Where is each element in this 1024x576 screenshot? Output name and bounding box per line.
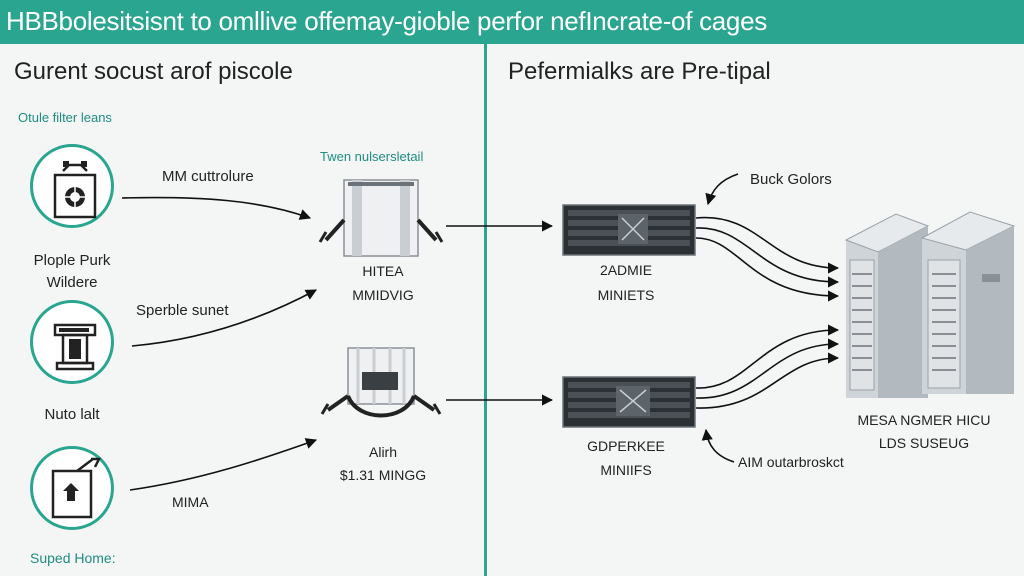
document-icon [51, 457, 102, 519]
device-2-graphic [320, 347, 442, 418]
arrow-circle2-to-device1 [131, 289, 317, 347]
rack2-line-b [695, 338, 840, 399]
servers-line2: LDS SUSEUG [878, 435, 970, 451]
circle-2-caption: Nuto lalt [44, 406, 100, 423]
circle-1-caption-line2: Wildere [46, 274, 98, 291]
arrow-circle3-to-device2 [129, 438, 318, 491]
tower-icon [53, 323, 97, 371]
rack2-line-c [695, 352, 840, 409]
title-banner: HBBbolesitsisnt to omllive offemay-giobl… [0, 0, 1024, 44]
device-2-line2: $1.31 MINGG [339, 467, 427, 483]
servers-line1: MESA NGMER HICU [857, 412, 991, 428]
right-heading: Pefermialks are Pre-tipal [508, 58, 771, 85]
device-1-line1: HITEA [362, 263, 404, 279]
rack-1-line1: 2ADMIE [599, 262, 653, 278]
rack-2-graphic [562, 376, 696, 428]
filter-label: Otule filter leans [18, 110, 112, 125]
arrow-bottom-note [701, 428, 735, 463]
tower-circle [30, 300, 114, 384]
rack-2-line1: GDPERKEE [587, 438, 665, 454]
bottom-note: AIM outarbroskct [738, 454, 844, 470]
rack-1-line2: MINIETS [597, 287, 655, 303]
server-cage-icon [53, 161, 97, 219]
arrow-back-colors [705, 173, 739, 206]
device-1-graphic [318, 179, 444, 257]
rack1-line-b [695, 227, 840, 288]
rack1-line-a [695, 216, 840, 274]
rack-2-line2: MINIIFS [600, 462, 652, 478]
rack-1-graphic [562, 204, 696, 256]
middle-top-label: Twen nulsersletail [320, 149, 424, 164]
arrow-label-2: Sperble sunet [136, 302, 229, 319]
document-circle [30, 446, 114, 530]
server-towers-graphic [844, 211, 1016, 398]
server-cage-circle [30, 144, 114, 228]
device-2-line1: Alirh [368, 444, 398, 460]
section-divider [484, 44, 487, 576]
banner-title: HBBbolesitsisnt to omllive offemay-giobl… [6, 6, 767, 36]
arrow-label-1: MM cuttrolure [162, 168, 254, 185]
device-1-line2: MMIDVIG [352, 287, 414, 303]
left-heading: Gurent socust arof piscole [14, 58, 293, 85]
home-label: Suped Home: [30, 550, 116, 566]
circle-1-caption-line1: Plople Purk [33, 252, 111, 269]
arrow-label-3: MIMA [172, 494, 209, 510]
back-colors-label: Buck Golors [750, 171, 832, 188]
rack1-line-c [695, 237, 840, 302]
arrow-circle1-to-device1 [121, 196, 312, 220]
rack2-line-a [695, 324, 840, 389]
